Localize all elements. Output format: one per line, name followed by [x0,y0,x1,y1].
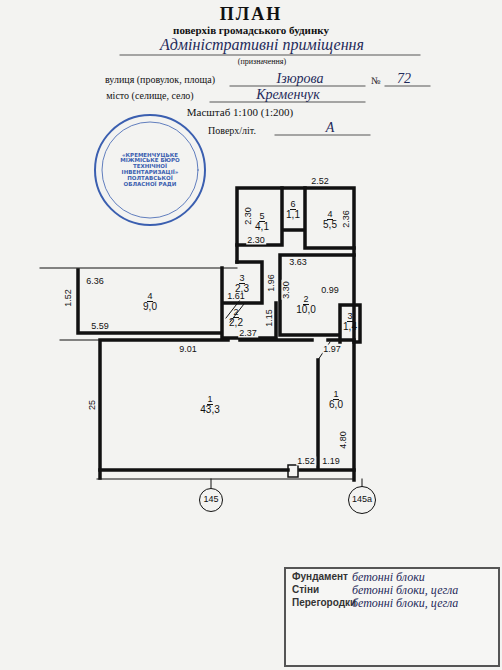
form-field: місто (селище, село) [106,91,193,101]
room-number: 4 [327,210,332,220]
axis-marker: 145а [348,486,376,514]
dimension: 2.36 [342,209,351,229]
room-area: 6,0 [329,400,343,411]
dimension: 5.59 [90,322,110,331]
room-number: 1 [207,395,212,405]
dimension: 0.99 [320,286,340,295]
dimension: 1.97 [322,345,342,354]
room-area: 1,1 [286,210,300,221]
node-text: «КРЕМЕНЧУЦЬКЕ МІЖМІСЬКЕ БЮРО ТЕХНІЧНОЇ І… [119,153,181,188]
form-field: поверхів громадського будинку [173,25,329,36]
dimension: 1.52 [64,288,73,308]
room-number: 5 [259,212,264,222]
field-value: бетонні блоки, цегла [292,597,492,610]
plan-title: ПЛАН [220,5,282,23]
dimension: 4.80 [339,430,348,450]
dimension: 2.30 [244,206,253,226]
room-label: 143,3 [185,389,235,421]
room-label: 16,0 [322,384,350,416]
room-area: 10,0 [296,305,315,316]
handwritten-entry: 72 [397,72,411,86]
dimension: 2.52 [310,177,330,186]
room-number: 1 [333,390,338,400]
handwritten-entry: А [326,121,335,135]
room-label: 31,4 [341,307,359,337]
room-area: 2,2 [229,318,243,329]
room-area: 9,0 [143,302,157,313]
room-area: 2,3 [235,284,249,295]
form-field: № [371,76,381,86]
dimension: 9.01 [178,345,198,354]
room-label: 22,2 [225,306,247,331]
axis-marker: 145 [199,488,223,512]
dimension: 6.36 [85,277,105,286]
handwritten-entry: Кременчук [256,88,320,102]
room-area: 5,5 [323,220,337,231]
dimension: 1.96 [267,273,276,293]
room-label: 49,0 [130,288,170,316]
room-area: 4,1 [255,222,269,233]
room-number: 6 [290,200,295,210]
dimension: 2.30 [246,236,266,245]
room-area: 1,4 [343,322,357,333]
room-number: 2 [303,295,308,305]
dimension: 2.37 [238,329,258,338]
dimension: 1.15 [265,308,274,328]
form-field: вулиця (провулок, площа) [105,75,215,85]
node-text: 145 [203,495,218,504]
room-number: 3 [239,274,244,284]
room-number: 2 [233,308,238,318]
inventory-stamp: «КРЕМЕНЧУЦЬКЕ МІЖМІСЬКЕ БЮРО ТЕХНІЧНОЇ І… [94,114,206,226]
dimension: 25 [88,399,97,411]
room-label: 61,1 [283,197,303,223]
dimension: 1.52 [296,457,316,466]
room-number: 3 [347,312,352,322]
form-field: Масштаб 1:100 (1:200) [187,107,293,118]
room-area: 43,3 [200,405,219,416]
room-number: 4 [147,292,152,302]
handwritten-entry: Адміністративні приміщення [160,37,364,53]
dimension: 3.30 [282,280,291,300]
room-label: 210,0 [291,291,321,319]
form-field: (призначення) [238,58,286,66]
field-value: бетонні блоки, цегла [292,584,492,597]
form-field: Поверх/літ. [208,126,256,136]
dimension: 3.63 [288,258,308,267]
node-text: 145а [352,495,372,504]
dimension: 1.19 [321,457,341,466]
room-label: 45,5 [315,207,345,233]
handwritten-entry: Ізюрова [277,72,324,86]
materials-box: Фундаментбетонні блокиСтінибетонні блоки… [284,567,500,667]
field-value: бетонні блоки [292,571,492,584]
room-label: 32,3 [229,271,255,297]
room-label: 54,1 [249,209,275,235]
